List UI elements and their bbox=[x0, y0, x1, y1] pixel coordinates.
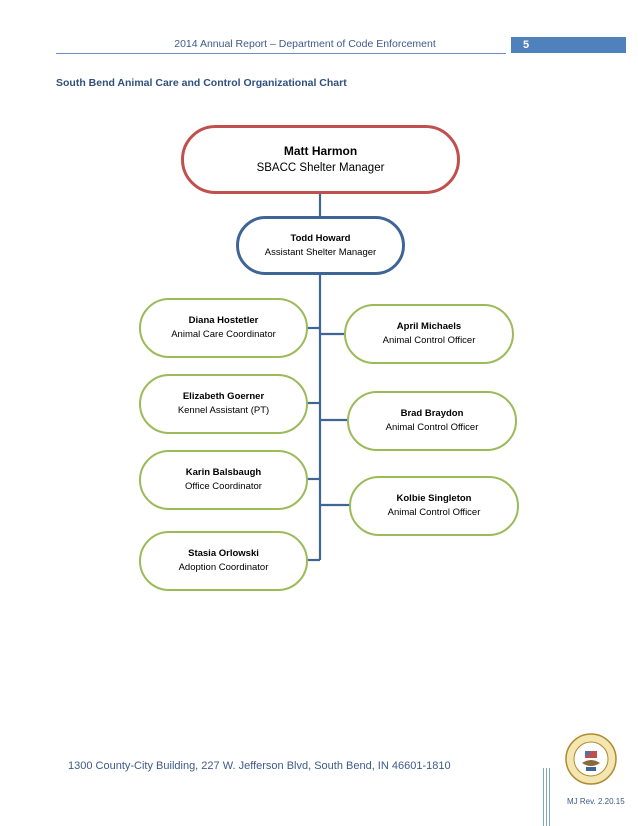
staff-role: Kennel Assistant (PT) bbox=[177, 405, 270, 416]
staff-name: Kolbie Singleton bbox=[396, 493, 472, 504]
manager-name: Matt Harmon bbox=[283, 143, 358, 158]
staff-name: Brad Braydon bbox=[400, 408, 464, 419]
staff-role: Office Coordinator bbox=[185, 481, 262, 492]
org-node-manager: Matt Harmon SBACC Shelter Manager bbox=[181, 125, 460, 194]
org-node-staff: April Michaels Animal Control Officer bbox=[344, 304, 514, 364]
footer-rule bbox=[546, 768, 547, 826]
staff-role: Animal Control Officer bbox=[382, 335, 476, 346]
staff-name: April Michaels bbox=[396, 321, 462, 332]
revision-note: MJ Rev. 2.20.15 bbox=[567, 797, 625, 806]
assistant-name: Todd Howard bbox=[290, 232, 351, 244]
footer-address: 1300 County-City Building, 227 W. Jeffer… bbox=[68, 760, 451, 772]
staff-name: Elizabeth Goerner bbox=[182, 391, 265, 402]
org-node-assistant: Todd Howard Assistant Shelter Manager bbox=[236, 216, 405, 275]
staff-role: Animal Control Officer bbox=[387, 507, 481, 518]
org-node-staff: Karin Balsbaugh Office Coordinator bbox=[139, 450, 308, 510]
org-node-staff: Kolbie Singleton Animal Control Officer bbox=[349, 476, 519, 536]
header-divider bbox=[56, 53, 506, 54]
footer-rule bbox=[543, 768, 544, 826]
staff-name: Karin Balsbaugh bbox=[185, 467, 262, 478]
staff-role: Animal Control Officer bbox=[385, 422, 479, 433]
staff-role: Adoption Coordinator bbox=[178, 562, 269, 573]
org-node-staff: Elizabeth Goerner Kennel Assistant (PT) bbox=[139, 374, 308, 434]
staff-name: Stasia Orlowski bbox=[188, 548, 259, 559]
org-node-staff: Stasia Orlowski Adoption Coordinator bbox=[139, 531, 308, 591]
staff-name: Diana Hostetler bbox=[188, 315, 259, 326]
footer-rule bbox=[549, 768, 550, 826]
staff-role: Animal Care Coordinator bbox=[171, 329, 276, 340]
section-title: South Bend Animal Care and Control Organ… bbox=[56, 77, 347, 89]
seal-icon bbox=[565, 733, 617, 785]
org-node-staff: Diana Hostetler Animal Care Coordinator bbox=[139, 298, 308, 358]
manager-role: SBACC Shelter Manager bbox=[256, 161, 385, 174]
city-seal-logo bbox=[565, 733, 617, 785]
page-number-badge: 5 bbox=[511, 37, 626, 53]
org-node-staff: Brad Braydon Animal Control Officer bbox=[347, 391, 517, 451]
assistant-role: Assistant Shelter Manager bbox=[264, 246, 377, 258]
header-title: 2014 Annual Report – Department of Code … bbox=[174, 38, 436, 50]
